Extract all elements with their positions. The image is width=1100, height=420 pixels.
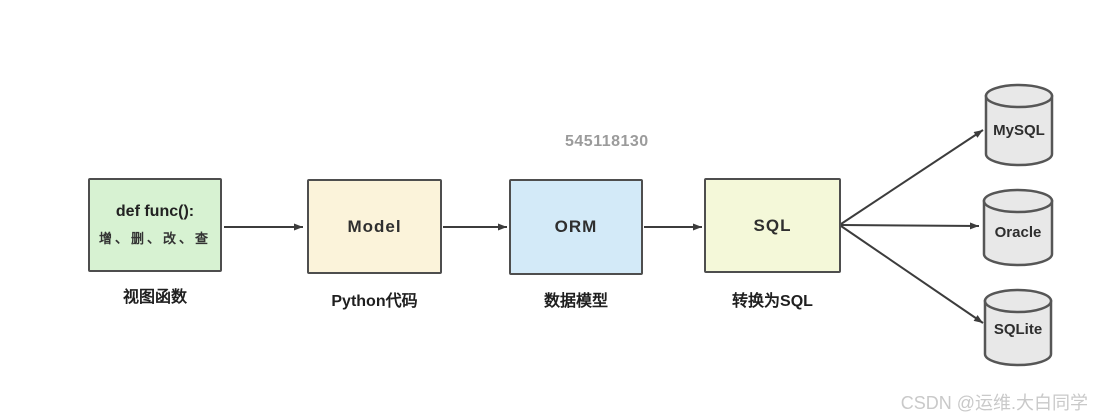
node-model-title: Model — [347, 216, 402, 236]
db-label-oracle: Oracle — [994, 224, 1042, 241]
caption-orm: 数据模型 — [543, 293, 608, 310]
node-sql-title: SQL — [753, 215, 792, 235]
node-orm-title: ORM — [554, 217, 598, 236]
db-label-mysql: MySQL — [993, 122, 1045, 139]
arrow-sql-to-oracle — [840, 222, 980, 230]
top-number-annotation: 545118130 — [565, 133, 649, 150]
database-cylinder-mysql — [984, 83, 1054, 167]
caption-sql: 转换为SQL — [732, 293, 813, 310]
node-view-function-subtitle: 增、删、改、查 — [98, 231, 211, 246]
caption-model: Python代码 — [331, 293, 418, 310]
node-sql: SQL — [704, 178, 841, 273]
arrow-sql-to-sqlite — [840, 225, 984, 324]
database-cylinder-sqlite — [983, 288, 1053, 367]
node-orm: ORM — [509, 179, 643, 275]
node-view-function: def func(): 增、删、改、查 — [88, 178, 222, 272]
caption-view-function: 视图函数 — [122, 289, 187, 306]
csdn-watermark: CSDN @运维.大白同学 — [900, 393, 1088, 413]
arrow-sql-to-mysql — [840, 129, 984, 225]
node-view-function-title: def func(): — [115, 203, 195, 220]
node-model: Model — [307, 179, 442, 274]
db-label-sqlite: SQLite — [993, 321, 1043, 338]
database-cylinder-oracle — [982, 188, 1054, 267]
